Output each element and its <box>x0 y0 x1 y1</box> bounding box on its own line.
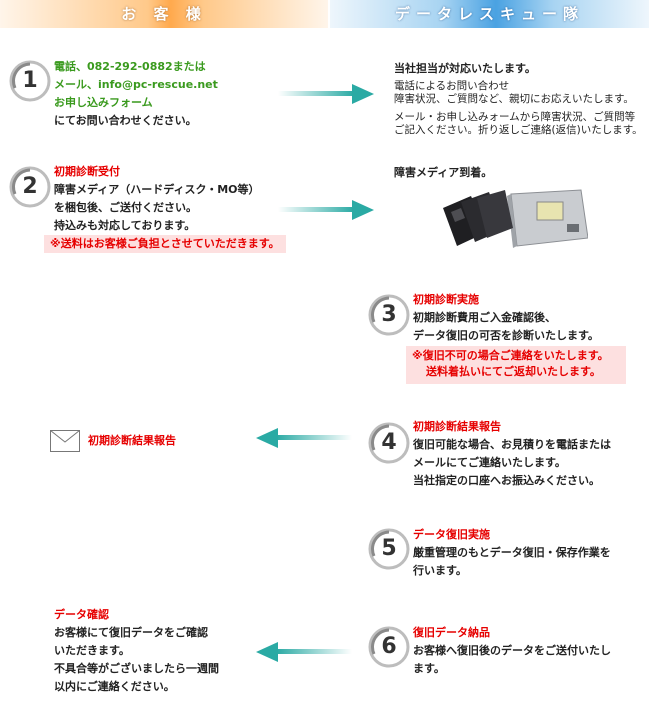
step-2-team-title: 障害メディア到着。 <box>394 166 493 179</box>
phone-line: 電話、082-292-0882または <box>54 60 206 73</box>
step-6-badge: 6 <box>368 626 410 668</box>
step-2-title: 初期診断受付 <box>54 165 120 178</box>
step-4-badge: 4 <box>368 422 410 464</box>
step-2-line-2: を梱包後、ご送付ください。 <box>54 201 197 214</box>
step-5-line-1: 厳重管理のもとデータ復旧・保存作業を <box>413 546 611 559</box>
rescue-team-header-title: データレスキュー隊 <box>394 5 584 23</box>
step-3-text: 初期診断実施 初期診断費用ご入金確認後、 データ復旧の可否を診断いたします。 <box>413 291 599 345</box>
rescue-team-header: データレスキュー隊 <box>330 0 649 28</box>
step-3-note-line-2: 送料着払いにてご返却いたします。 <box>426 365 601 378</box>
email-line: メール、info@pc-rescue.net <box>54 78 218 91</box>
step-2-customer-text: 初期診断受付 障害メディア（ハードディスク・MO等） を梱包後、ご送付ください。… <box>54 163 260 235</box>
step-2-badge: 2 <box>9 166 51 208</box>
form-line: お申し込みフォーム <box>54 96 153 109</box>
envelope-icon <box>50 430 80 452</box>
data-check-line-3: 不具合等がございましたら一週間 <box>54 662 219 675</box>
step-2-line-1: 障害メディア（ハードディスク・MO等） <box>54 183 260 196</box>
circle-badge-icon <box>368 294 410 336</box>
step-3-number: 3 <box>381 302 397 327</box>
step-3-return-note: ※復旧不可の場合ご連絡をいたします。 送料着払いにてご返却いたします。 <box>406 346 626 384</box>
mail-detail-line-1: メール・お申し込みォームから障害状況、ご質問等 <box>394 111 636 123</box>
step-1-team-title: 当社担当が対応いたします。 <box>394 62 536 75</box>
step-6-customer-text: データ確認 お客様にて復旧データをご確認 いただきます。 不具合等がございました… <box>54 606 219 696</box>
circle-badge-icon <box>368 528 410 570</box>
circle-badge-icon <box>368 626 410 668</box>
step-3-line-2: データ復旧の可否を診断いたします。 <box>413 329 599 342</box>
step-3-note-line-1: ※復旧不可の場合ご連絡をいたします。 <box>412 349 609 362</box>
step-4-title: 初期診断結果報告 <box>413 420 501 433</box>
arrow-left-4 <box>256 428 352 448</box>
step-4-line-1: 復旧可能な場合、お見積りを電話または <box>413 438 611 451</box>
circle-badge-icon <box>9 166 51 208</box>
step-6-title: 復旧データ納品 <box>413 626 490 639</box>
phone-detail-line-2: 障害状況、ご質問など、親切にお応えいたします。 <box>394 93 634 105</box>
step-5-badge: 5 <box>368 528 410 570</box>
arrow-left-6 <box>256 642 352 662</box>
step-4-text: 初期診断結果報告 復旧可能な場合、お見積りを電話または メールにてご連絡いたしま… <box>413 418 611 490</box>
step-4-customer-title: 初期診断結果報告 <box>88 434 176 447</box>
step-2-line-3: 持込みも対応しております。 <box>54 219 196 232</box>
step-6-line-1: お客様へ復旧後のデータをご送付いたし <box>413 644 611 657</box>
data-check-line-1: お客様にて復旧データをご確認 <box>54 626 208 639</box>
hard-disk-photo <box>443 189 588 248</box>
arrow-right-1 <box>278 84 374 104</box>
step-2-shipping-note: ※送料はお客様ご負担とさせていただきます。 <box>44 235 286 253</box>
step-4-line-2: メールにてご連絡いたします。 <box>413 456 566 469</box>
circle-badge-icon <box>9 60 51 102</box>
inquiry-line: にてお問い合わせください。 <box>54 114 197 127</box>
customer-header-title: お 客 様 <box>121 5 207 23</box>
step-3-line-1: 初期診断費用ご入金確認後、 <box>413 311 556 324</box>
data-check-title: データ確認 <box>54 608 109 621</box>
step-3-badge: 3 <box>368 294 410 336</box>
step-1-customer-text: 電話、082-292-0882または メール、info@pc-rescue.ne… <box>54 58 218 130</box>
step-1-mail-detail: メール・お申し込みォームから障害状況、ご質問等 ご記入ください。折り返しご連絡(… <box>394 111 643 137</box>
customer-header: お 客 様 <box>0 0 328 28</box>
step-6-text: 復旧データ納品 お客様へ復旧後のデータをご送付いたし ます。 <box>413 624 611 678</box>
circle-badge-icon <box>368 422 410 464</box>
step-1-number: 1 <box>22 68 38 93</box>
step-4-number: 4 <box>381 430 397 455</box>
step-5-title: データ復旧実施 <box>413 528 490 541</box>
step-6-number: 6 <box>381 634 397 659</box>
step-5-text: データ復旧実施 厳重管理のもとデータ復旧・保存作業を 行います。 <box>413 526 611 580</box>
arrow-right-2 <box>278 200 374 220</box>
step-1-phone-detail: 電話によるお問い合わせ 障害状況、ご質問など、親切にお応えいたします。 <box>394 80 634 106</box>
step-5-line-2: 行います。 <box>413 564 467 577</box>
phone-detail-line-1: 電話によるお問い合わせ <box>394 80 510 92</box>
step-4-line-3: 当社指定の口座へお振込みください。 <box>413 474 600 487</box>
data-check-line-2: いただきます。 <box>54 644 130 657</box>
step-6-line-2: ます。 <box>413 662 445 675</box>
data-check-line-4: 以内にご連絡ください。 <box>54 680 175 693</box>
mail-detail-line-2: ご記入ください。折り返しご連絡(返信)いたします。 <box>394 124 643 136</box>
step-3-title: 初期診断実施 <box>413 293 479 306</box>
step-2-number: 2 <box>22 174 38 199</box>
step-5-number: 5 <box>381 536 397 561</box>
step-1-badge: 1 <box>9 60 51 102</box>
